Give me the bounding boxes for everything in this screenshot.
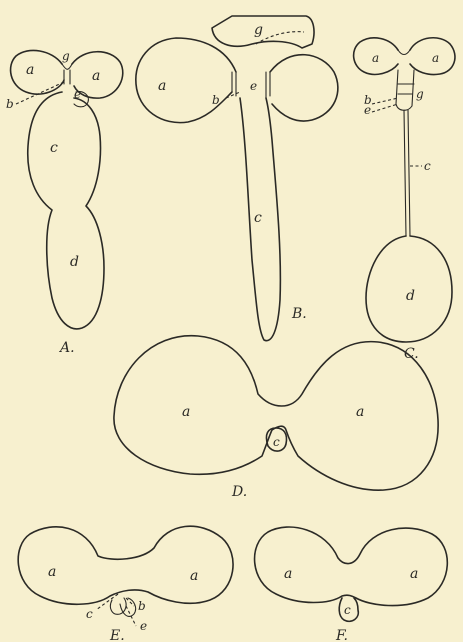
figure-a-notch <box>62 64 72 69</box>
figure-a-sheath <box>64 70 70 84</box>
figure-b-label-a-left: a <box>158 78 166 94</box>
figure-f-label-a-left: a <box>284 566 292 582</box>
figure-d-caption: D. <box>231 484 247 500</box>
figure-c-b-pointer <box>372 98 398 104</box>
figure-a-label-e: e <box>74 87 81 101</box>
figure-a-label-d: d <box>70 254 79 270</box>
figure-c-label-d: d <box>406 288 415 304</box>
figure-c: a a b g e c d C. <box>354 38 455 362</box>
figure-d-label-c: c <box>273 435 280 449</box>
figure-b-label-b: b <box>212 93 220 107</box>
figure-a-label-b: b <box>6 97 14 111</box>
figure-d-label-a-left: a <box>182 404 190 420</box>
figure-a-caption: A. <box>58 340 75 356</box>
figure-c-label-a-right: a <box>432 51 439 65</box>
figure-d: a a c D. <box>114 336 438 500</box>
figure-a-cotyledon-left <box>11 50 64 94</box>
figure-d-embryo-outline <box>114 336 438 490</box>
figure-e-appendage <box>110 598 135 616</box>
figure-b-cotyledon-right <box>270 55 338 121</box>
figure-c-label-c: c <box>424 159 431 173</box>
figure-e-label-e: e <box>140 619 147 633</box>
figure-c-notch <box>398 50 410 55</box>
figure-e-label-a-left: a <box>48 564 56 580</box>
figure-c-label-g: g <box>416 87 424 101</box>
figure-c-sheath-rings <box>398 84 414 94</box>
figure-c-sheath <box>396 70 414 110</box>
figure-a-label-g: g <box>62 49 70 63</box>
figure-f-caption: F. <box>335 628 348 642</box>
figure-a: a a g b e c d A. <box>6 49 123 356</box>
figure-e-label-b: b <box>138 599 146 613</box>
figure-b-caption: B. <box>291 306 307 322</box>
figure-e-caption: E. <box>109 628 125 642</box>
figure-c-caption: C. <box>404 346 419 362</box>
figure-b-label-e: e <box>250 79 257 93</box>
figure-c-e-pointer <box>372 104 398 112</box>
figure-d-label-a-right: a <box>356 404 364 420</box>
figure-e-label-c: c <box>86 607 93 621</box>
figure-a-label-c: c <box>50 140 58 156</box>
figure-f-label-a-right: a <box>410 566 418 582</box>
figure-b: a g e b c B. <box>136 16 338 341</box>
figure-c-label-e: e <box>364 103 371 117</box>
figure-b-label-g: g <box>254 22 263 38</box>
figure-a-label-a-left: a <box>26 62 34 78</box>
figure-a-hypocotyl <box>28 92 104 329</box>
figure-c-label-a-left: a <box>372 51 379 65</box>
figure-b-label-c: c <box>254 210 262 226</box>
figure-c-stalk <box>404 110 410 236</box>
figure-a-label-a-right: a <box>92 68 100 84</box>
figure-b-cotyledon-left <box>136 38 236 123</box>
figure-e-label-a-right: a <box>190 568 198 584</box>
figure-f-label-c: c <box>344 603 351 617</box>
figure-f: a a c F. <box>255 527 448 642</box>
figure-e: a a b c e E. <box>18 526 233 642</box>
